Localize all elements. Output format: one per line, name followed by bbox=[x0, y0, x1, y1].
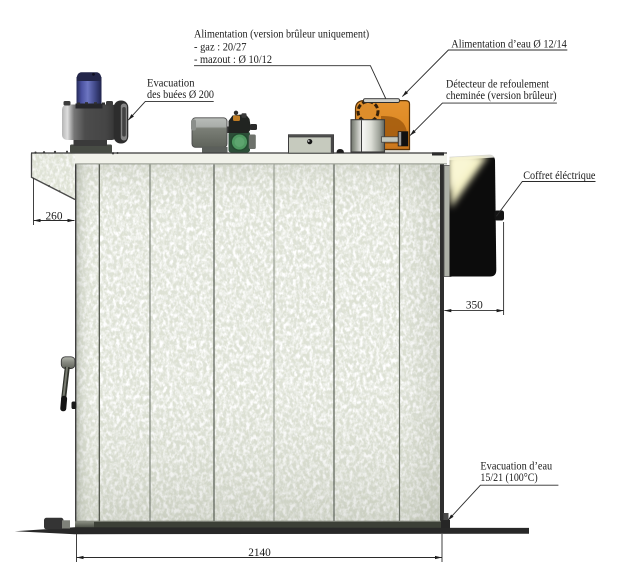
svg-text:2140: 2140 bbox=[248, 547, 271, 559]
svg-text:Evacuation d’eau: Evacuation d’eau bbox=[480, 461, 552, 473]
svg-text:350: 350 bbox=[466, 300, 483, 312]
svg-text:des buées Ø 200: des buées Ø 200 bbox=[147, 89, 214, 101]
svg-text:260: 260 bbox=[46, 210, 63, 222]
svg-text:Coffret éléctrique: Coffret éléctrique bbox=[523, 170, 595, 182]
svg-text:Evacuation: Evacuation bbox=[147, 78, 195, 90]
svg-text:- mazout : Ø 10/12: - mazout : Ø 10/12 bbox=[194, 54, 272, 66]
svg-text:Alimentation d’eau Ø 12/14: Alimentation d’eau Ø 12/14 bbox=[451, 38, 567, 50]
svg-text:Alimentation (version brûleur: Alimentation (version brûleur uniquement… bbox=[194, 28, 369, 40]
svg-text:- gaz : 20/27: - gaz : 20/27 bbox=[194, 41, 247, 53]
svg-text:15/21 (100°C): 15/21 (100°C) bbox=[480, 472, 537, 484]
svg-text:cheminée (version brûleur): cheminée (version brûleur) bbox=[446, 90, 557, 102]
svg-text:Détecteur de refoulement: Détecteur de refoulement bbox=[446, 79, 550, 91]
